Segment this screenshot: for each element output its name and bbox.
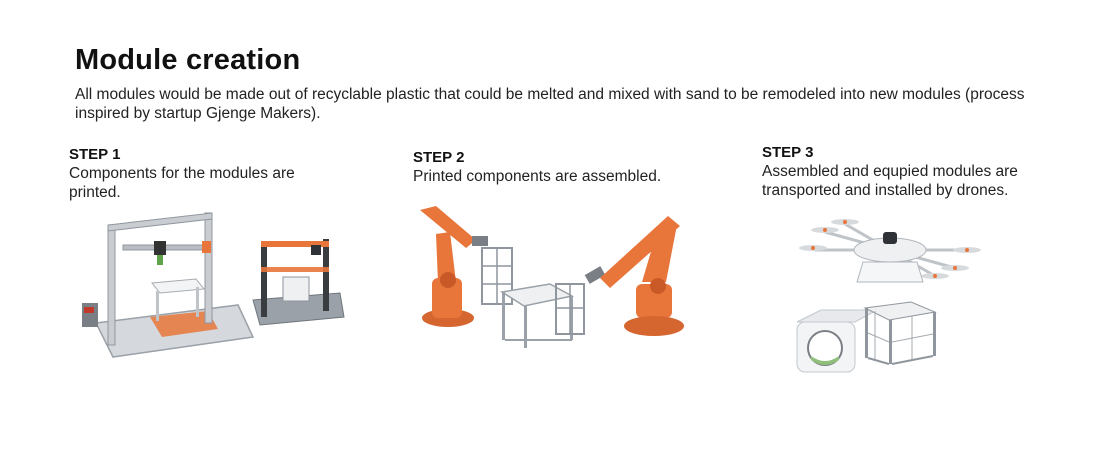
- step-1-label: STEP 1: [69, 146, 121, 163]
- step-2-description: Printed components are assembled.: [413, 168, 662, 185]
- step-2-label: STEP 2: [413, 149, 465, 166]
- step-2: STEP 2 Printed components are assembled.: [413, 148, 713, 186]
- intro-text: All modules would be made out of recycla…: [75, 86, 1025, 122]
- robot-arm-assembly-illustration: [420, 206, 684, 348]
- drone-transport-illustration: [796, 219, 981, 373]
- page-title: Module creation: [75, 44, 301, 76]
- 3d-printer-illustration: [82, 212, 345, 358]
- step-3-label: STEP 3: [762, 144, 814, 161]
- step-1: STEP 1 Components for the modules are pr…: [69, 145, 309, 202]
- step-3-description: Assembled and equpied modules are transp…: [762, 163, 1018, 199]
- step-1-description: Components for the modules are printed.: [69, 165, 295, 201]
- step-3: STEP 3 Assembled and equpied modules are…: [762, 143, 1062, 200]
